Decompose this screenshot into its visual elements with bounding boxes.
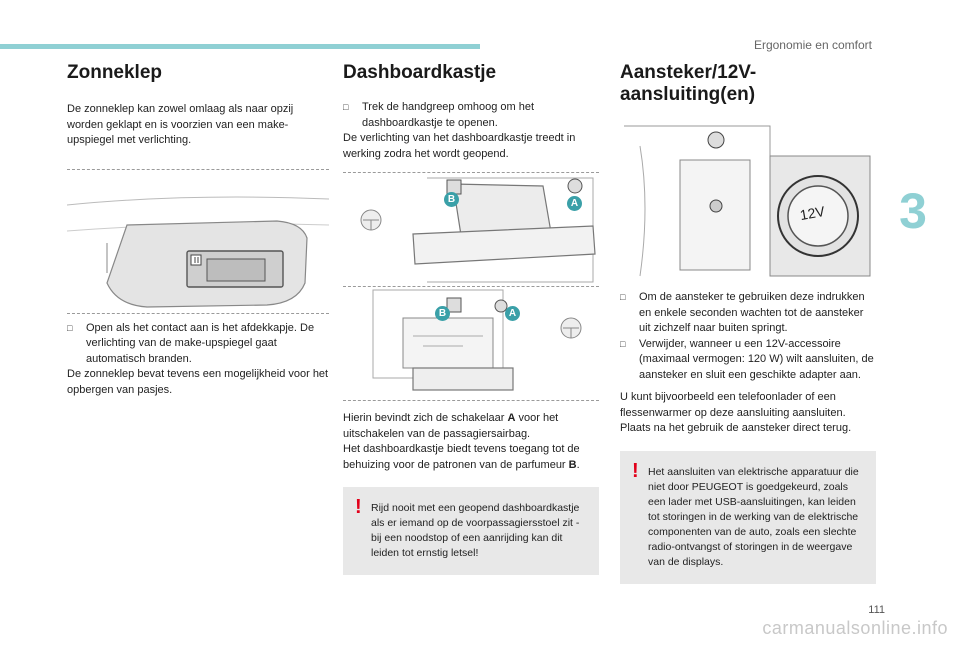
text-fragment: .	[576, 458, 580, 471]
lighter-bullet-2: □ Verwijder, wanneer u een 12V-accessoir…	[620, 337, 876, 384]
divider	[67, 168, 329, 171]
divider	[343, 172, 599, 174]
lighter-warning-box: ! Het aansluiten van elektrische apparat…	[620, 450, 876, 584]
glovebox-title: Dashboardkastje	[343, 62, 497, 83]
sun-visor-outro: De zonneklep bevat tevens een mogelijkhe…	[67, 368, 329, 396]
text-fragment: Het dashboardkastje biedt tevens toegang…	[343, 443, 580, 471]
glovebox-open-illustration: B A	[343, 288, 599, 400]
sun-visor-drawing	[66, 196, 330, 308]
glovebox-warning-text: Rijd nooit met een geopend dashboardkast…	[371, 502, 580, 559]
bold-label-b: B	[568, 458, 577, 471]
label-a-circle: A	[567, 196, 582, 211]
lighter-text: U kunt bijvoorbeeld een telefoonlader of…	[620, 391, 852, 434]
label-b-circle: B	[444, 192, 459, 207]
sun-visor-section: Zonneklep De zonneklep kan zowel omlaag …	[66, 62, 330, 398]
glovebox-open-drawing	[372, 289, 582, 391]
exclamation-icon: !	[632, 459, 639, 482]
lighter-bullet-2-text: Verwijder, wanneer u een 12V-accessoire …	[639, 337, 874, 381]
lighter-bullet-1-text: Om de aansteker te gebruiken deze indruk…	[639, 291, 865, 334]
watermark: carmanualsonline.info	[762, 618, 948, 638]
lighter-warning-text: Het aansluiten van elektrische apparatuu…	[648, 465, 859, 568]
page-number: 111	[868, 604, 885, 616]
square-bullet-icon: □	[343, 102, 349, 112]
label-a-circle: A	[505, 306, 520, 321]
glovebox-closed-illustration: B A	[343, 174, 599, 286]
lighter-drawing	[624, 125, 871, 277]
sun-visor-title: Zonneklep	[67, 62, 163, 83]
glovebox-text1: De verlichting van het dashboardkastje t…	[343, 132, 576, 160]
chapter-number: 3	[899, 183, 927, 239]
divider	[67, 312, 329, 315]
divider	[343, 400, 599, 402]
sun-visor-bullet: □ Open als het contact aan is het afdekk…	[67, 321, 329, 368]
glovebox-section: Dashboardkastje □ Trek de handgreep omho…	[343, 62, 599, 575]
sun-visor-bullet-text: Open als het contact aan is het afdekkap…	[86, 321, 315, 365]
divider	[343, 286, 599, 288]
lighter-title: Aansteker/12V-aansluiting(en)	[620, 62, 757, 105]
sun-visor-illustration	[66, 172, 330, 313]
glovebox-warning-box: ! Rijd nooit met een geopend dashboardka…	[343, 487, 599, 575]
glovebox-bullet: □ Trek de handgreep omhoog om het dashbo…	[343, 100, 599, 131]
text-fragment: voor het uitschakelen van de passagiersa…	[343, 412, 559, 440]
lighter-section: Aansteker/12V-aansluiting(en) 12V □ Om d…	[620, 62, 876, 584]
glovebox-text3: Het dashboardkastje biedt tevens toegang…	[343, 442, 599, 473]
square-bullet-icon: □	[67, 322, 73, 333]
sun-visor-intro: De zonneklep kan zowel omlaag als naar o…	[67, 103, 294, 146]
label-b-circle: B	[435, 306, 450, 321]
square-bullet-icon: □	[620, 338, 626, 349]
glovebox-bullet-text: Trek de handgreep omhoog om het dashboar…	[362, 101, 535, 129]
square-bullet-icon: □	[620, 292, 626, 302]
section-title: Ergonomie en comfort	[753, 38, 872, 52]
bold-label-a: A	[507, 412, 516, 424]
glovebox-text2: Hierin bevindt zich de schakelaar A voor…	[343, 411, 599, 442]
exclamation-icon: !	[355, 496, 362, 518]
lighter-bullet-1: □ Om de aansteker te gebruiken deze indr…	[620, 290, 876, 337]
glovebox-closed-drawing	[360, 177, 596, 283]
text-fragment: Hierin bevindt zich de schakelaar	[343, 412, 508, 424]
lighter-illustration: 12V	[620, 116, 876, 282]
header-accent-bar	[0, 44, 480, 49]
